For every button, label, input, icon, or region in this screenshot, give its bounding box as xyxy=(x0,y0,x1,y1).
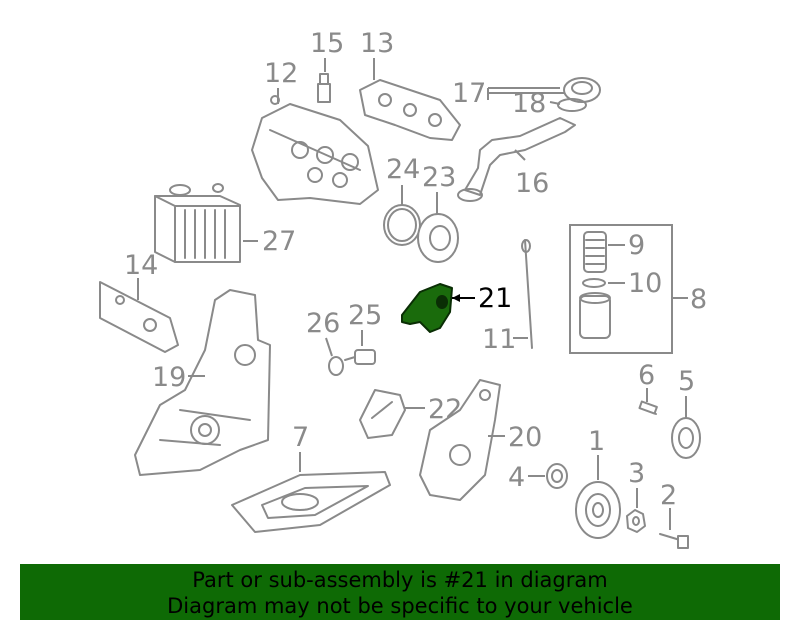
callout-8: 8 xyxy=(690,284,707,315)
callout-15: 15 xyxy=(310,28,344,59)
callout-16: 16 xyxy=(515,168,549,199)
part-19-timing-cover[interactable] xyxy=(134,289,271,476)
part-16-breather-hose[interactable] xyxy=(457,117,576,202)
callout-7: 7 xyxy=(292,422,309,453)
callout-6: 6 xyxy=(638,360,655,391)
part-14-gasket[interactable] xyxy=(99,281,179,353)
callout-19: 19 xyxy=(152,362,186,393)
callout-10: 10 xyxy=(628,268,662,299)
part-27-oil-cooler[interactable] xyxy=(154,183,241,263)
part-17-oil-filler-cap[interactable] xyxy=(563,77,601,103)
callout-17: 17 xyxy=(452,78,486,109)
part-4-seal[interactable] xyxy=(546,463,568,489)
part-22-bracket[interactable] xyxy=(359,389,406,439)
callout-4: 4 xyxy=(508,462,525,493)
callout-26: 26 xyxy=(306,308,340,339)
part-1-crank-pulley[interactable] xyxy=(575,481,621,539)
part-12-cylinder-head[interactable] xyxy=(251,95,379,205)
part-26-washer[interactable] xyxy=(328,356,344,376)
part-23-cover[interactable] xyxy=(417,213,459,263)
callout-20: 20 xyxy=(508,422,542,453)
part-15-sensor[interactable] xyxy=(317,73,331,103)
part-5-pulley[interactable] xyxy=(671,417,701,459)
part-13-camshaft[interactable] xyxy=(359,79,461,141)
callout-12: 12 xyxy=(264,58,298,89)
callout-13: 13 xyxy=(360,28,394,59)
callout-14: 14 xyxy=(124,250,158,281)
part-8-filter-kit-box[interactable] xyxy=(569,224,673,354)
callout-23: 23 xyxy=(422,162,456,193)
callout-5: 5 xyxy=(678,366,695,397)
part-24-o-ring[interactable] xyxy=(383,204,421,246)
part-11-dipstick[interactable] xyxy=(521,239,533,349)
part-20-housing[interactable] xyxy=(419,379,501,501)
parts-diagram: 12 15 13 17 18 16 24 23 xyxy=(99,28,707,549)
callout-3: 3 xyxy=(628,458,645,489)
callout-21: 21 xyxy=(478,283,512,314)
info-banner: Part or sub-assembly is #21 in diagram D… xyxy=(20,564,780,620)
part-9-filter-element[interactable] xyxy=(583,231,607,273)
part-8-filter-housing[interactable] xyxy=(579,292,611,339)
part-6-dowel-pin[interactable] xyxy=(638,400,658,415)
part-25-sensor[interactable] xyxy=(344,349,376,365)
callout-25: 25 xyxy=(348,300,382,331)
part-21-highlighted[interactable] xyxy=(401,283,453,333)
banner-line-1: Part or sub-assembly is #21 in diagram xyxy=(192,568,608,592)
callout-1: 1 xyxy=(588,426,605,457)
part-18-seal[interactable] xyxy=(557,98,587,112)
part-10-o-ring[interactable] xyxy=(582,278,606,288)
part-3-nut[interactable] xyxy=(626,509,646,533)
callout-2: 2 xyxy=(660,480,677,511)
callout-9: 9 xyxy=(628,230,645,261)
callout-18: 18 xyxy=(512,88,546,119)
callout-11: 11 xyxy=(482,324,516,355)
banner-line-2: Diagram may not be specific to your vehi… xyxy=(167,594,633,618)
callout-24: 24 xyxy=(386,154,420,185)
part-7-oil-pan[interactable] xyxy=(231,471,391,533)
callout-27: 27 xyxy=(262,226,296,257)
part-2-bolt[interactable] xyxy=(659,533,689,549)
